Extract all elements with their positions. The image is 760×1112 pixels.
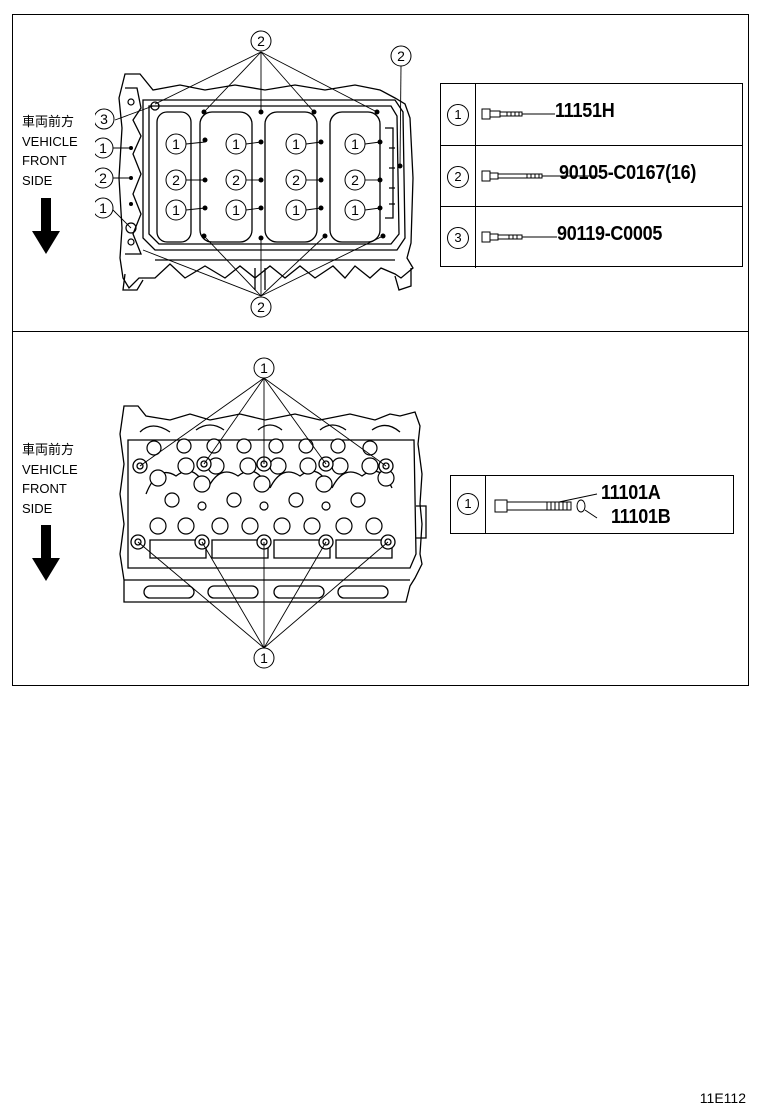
callout-2-bottom: 2 [257,299,265,315]
callout-2: 2 [232,172,240,188]
cylinder-head-drawing: 1 1 [119,357,427,669]
callout-2-top: 2 [257,33,265,49]
bottom-panel [12,331,749,686]
direction-line2: FRONT [22,153,67,168]
direction-japanese: 車両前方 [22,442,75,457]
bottom-front-arrow-icon [32,525,60,581]
callout-2-left: 2 [99,170,107,186]
callout-1-top: 1 [260,360,268,376]
legend-row: 1 11151H [441,84,742,145]
legend-part-number: 11101B [611,506,671,528]
legend-part-number: 90119-C0005 [557,223,663,245]
legend-index: 1 [457,493,479,515]
top-vehicle-direction-label: 車両前方 VEHICLE FRONT SIDE [22,112,78,190]
bottom-vehicle-direction-label: 車両前方 VEHICLE FRONT SIDE [22,440,78,518]
callout-1: 1 [172,136,180,152]
top-front-arrow-icon [32,198,60,254]
direction-japanese: 車両前方 [22,114,75,129]
callout-1: 1 [232,202,240,218]
short-bolt-icon [481,231,557,243]
cylinder-head-cover-drawing: 2 2 2 3 1 2 1 1 1 1 1 2 2 2 2 1 1 1 1 [95,30,414,318]
head-bolt-washer-icon [494,493,598,519]
legend-index: 2 [447,166,469,188]
legend-part-number: 90105-C0167(16) [559,162,697,184]
legend-index: 1 [447,104,469,126]
callout-1: 1 [292,202,300,218]
direction-line2: FRONT [22,481,67,496]
callout-1: 1 [351,136,359,152]
callout-3-left: 3 [100,111,108,127]
bottom-parts-legend: 1 11101A 11101B [450,475,734,534]
long-bolt-icon [481,170,599,182]
callout-2: 2 [292,172,300,188]
legend-row: 3 90119-C0005 [441,206,742,268]
callout-2: 2 [172,172,180,188]
direction-line3: SIDE [22,172,53,188]
callout-1: 1 [351,202,359,218]
direction-line1: VEHICLE [22,133,78,149]
callout-1-left-a: 1 [99,140,107,156]
callout-2-right: 2 [397,48,405,64]
callout-2: 2 [351,172,359,188]
flange-bolt-icon [481,108,555,120]
diagram-code: 11E112 [699,1090,746,1106]
direction-line1: VEHICLE [22,461,78,477]
callout-1: 1 [172,202,180,218]
legend-index: 3 [447,227,469,249]
legend-part-number: 11151H [555,100,615,122]
callout-1: 1 [292,136,300,152]
legend-row: 2 90105-C0167(16) [441,145,742,207]
top-parts-legend: 1 11151H 2 90105-C0167(16) 3 [440,83,743,268]
direction-line3: SIDE [22,500,53,516]
callout-1-left-b: 1 [99,200,107,216]
callout-1-bottom: 1 [260,650,268,666]
legend-part-number: 11101A [601,482,661,504]
callout-1: 1 [232,136,240,152]
